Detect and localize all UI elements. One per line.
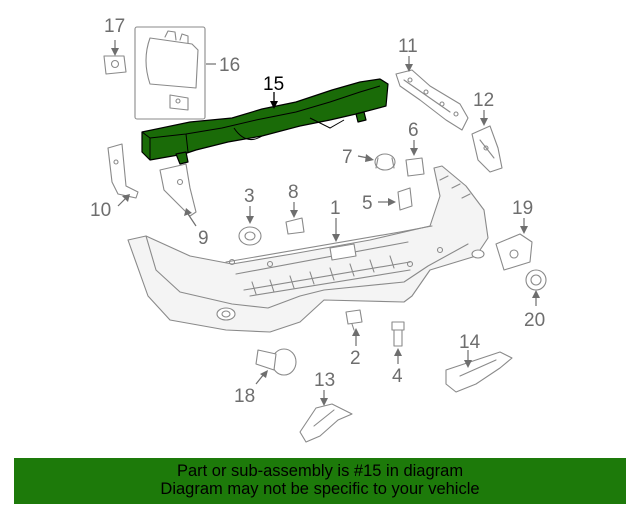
bracket-9 [159,163,197,217]
callout-5: 5 [362,193,373,214]
callout-7: 7 [342,147,353,168]
callout-11: 11 [398,36,418,57]
leader-lines [111,40,540,406]
callout-18: 18 [234,386,255,407]
banner-line-1: Part or sub-assembly is #15 in diagram [176,462,464,480]
callout-3: 3 [244,186,255,207]
bracket-12 [471,125,503,173]
sensor-19 [495,233,533,271]
energy-absorber-15[interactable] [141,78,389,165]
callout-13: 13 [314,370,335,391]
callout-9: 9 [198,228,209,249]
callout-10: 10 [90,200,111,221]
clip-17 [103,55,127,75]
retainer-6 [405,157,425,177]
bracket-13 [299,403,353,443]
retainer-20 [525,269,547,291]
clip-7 [374,153,396,171]
callout-15[interactable]: 15 [263,74,284,95]
callout-4: 4 [392,366,403,387]
inset-box-16 [134,26,206,120]
callout-1: 1 [330,198,341,219]
callout-6: 6 [408,120,419,141]
grommet-3 [238,226,262,246]
bolt-2 [345,309,363,331]
callout-12: 12 [473,90,494,111]
banner-line-2: Diagram may not be specific to your vehi… [160,480,480,498]
bolt-4 [391,321,405,347]
reinforcement-11 [395,69,469,131]
callout-17: 17 [104,16,125,37]
parts-diagram: 17 16 15 11 12 6 7 5 10 9 3 8 1 19 20 2 … [90,16,547,443]
info-banner: Part or sub-assembly is #15 in diagram D… [14,458,626,504]
clip-8 [285,217,305,235]
callout-16: 16 [219,55,240,76]
callout-14: 14 [459,332,481,353]
bumper-cover-1 [127,165,489,333]
bracket-10 [107,143,139,199]
callout-19: 19 [512,198,533,219]
clip-5 [397,187,413,211]
callout-8: 8 [288,182,299,203]
bracket-14 [445,351,513,393]
bumper-stop-18 [255,348,297,376]
callout-20: 20 [524,310,545,331]
callout-2: 2 [350,348,361,369]
